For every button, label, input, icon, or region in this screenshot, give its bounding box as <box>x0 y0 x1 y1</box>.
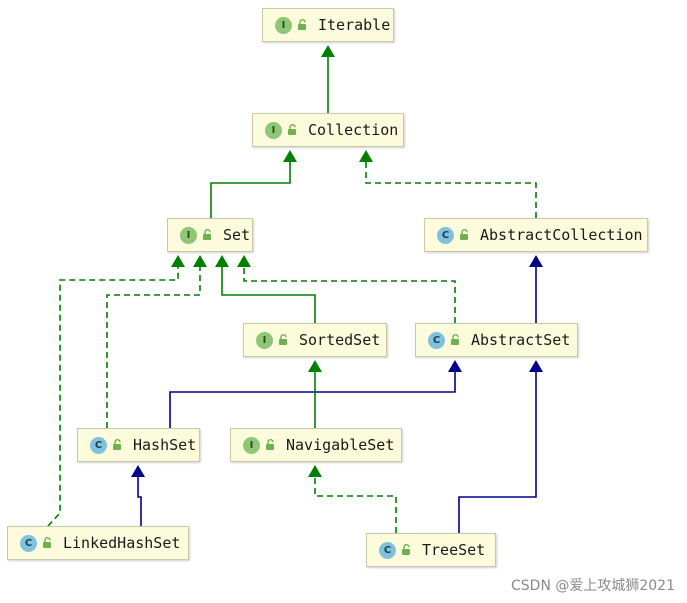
node-hashset[interactable]: C HashSet <box>77 428 200 462</box>
edge-line <box>137 477 142 526</box>
node-label: HashSet <box>133 436 197 454</box>
public-lock-icon <box>43 537 51 548</box>
node-label: Iterable <box>318 16 391 34</box>
edge-line <box>47 267 179 527</box>
edge-line <box>365 162 537 218</box>
edge-line <box>221 267 316 323</box>
edge-navigableset-to-sortedset <box>308 360 322 428</box>
node-label: SortedSet <box>299 331 381 349</box>
public-lock-icon <box>298 19 306 30</box>
class-icon: C <box>379 541 396 559</box>
arrowhead <box>448 360 462 372</box>
interface-icon: I <box>243 436 260 454</box>
edge-abstractset-to-set <box>237 255 456 323</box>
edge-line <box>169 372 456 428</box>
node-abstractset[interactable]: C AbstractSet <box>415 323 578 357</box>
interface-icon: I <box>275 16 292 34</box>
edge-linkedhashset-to-set <box>47 255 185 527</box>
edge-abstractset-to-abstractcollection <box>529 255 543 323</box>
edge-collection-to-iterable <box>321 45 335 113</box>
edge-set-to-collection <box>210 150 297 218</box>
arrowhead <box>171 255 185 267</box>
node-collection[interactable]: I Collection <box>252 113 404 147</box>
arrowhead <box>359 150 373 162</box>
public-lock-icon <box>266 439 274 450</box>
edge-sortedset-to-set <box>215 255 316 323</box>
node-label: AbstractSet <box>471 331 571 349</box>
public-lock-icon <box>203 229 211 240</box>
public-lock-icon <box>460 229 468 240</box>
node-treeset[interactable]: C TreeSet <box>366 533 496 567</box>
arrowhead <box>131 465 145 477</box>
public-lock-icon <box>402 544 410 555</box>
node-label: TreeSet <box>422 541 486 559</box>
arrowhead <box>308 465 322 477</box>
edge-abstractcollection-to-collection <box>359 150 537 218</box>
node-abstractcollection[interactable]: C AbstractCollection <box>424 218 648 252</box>
node-set[interactable]: I Set <box>167 218 253 252</box>
arrowhead <box>308 360 322 372</box>
public-lock-icon <box>113 439 121 450</box>
node-navigableset[interactable]: I NavigableSet <box>230 428 402 462</box>
node-label: AbstractCollection <box>480 226 643 244</box>
arrowhead <box>321 45 335 57</box>
class-icon: C <box>437 226 454 244</box>
watermark: CSDN @爱上攻城狮2021 <box>511 578 675 594</box>
edge-line <box>458 372 537 533</box>
interface-icon: I <box>180 226 197 244</box>
public-lock-icon <box>288 124 296 135</box>
edge-hashset-to-set <box>106 255 207 428</box>
class-icon: C <box>20 534 37 552</box>
public-lock-icon <box>451 334 459 345</box>
interface-icon: I <box>265 121 282 139</box>
arrowhead <box>215 255 229 267</box>
interface-icon: I <box>256 331 273 349</box>
class-icon: C <box>428 331 445 349</box>
node-label: NavigableSet <box>286 436 395 454</box>
node-label: Set <box>223 226 251 244</box>
node-iterable[interactable]: I Iterable <box>262 8 394 42</box>
arrowhead <box>193 255 207 267</box>
edge-treeset-to-navigableset <box>308 465 397 533</box>
arrowhead <box>529 360 543 372</box>
node-sortedset[interactable]: I SortedSet <box>243 323 387 357</box>
edge-line <box>243 267 456 323</box>
arrowhead <box>529 255 543 267</box>
node-label: Collection <box>308 121 399 139</box>
edge-hashset-to-abstractset <box>169 360 462 428</box>
arrowhead <box>283 150 297 162</box>
node-label: LinkedHashSet <box>63 534 181 552</box>
public-lock-icon <box>279 334 287 345</box>
edge-line <box>314 477 397 533</box>
class-icon: C <box>90 436 107 454</box>
arrowhead <box>237 255 251 267</box>
node-linkedhashset[interactable]: C LinkedHashSet <box>7 526 189 560</box>
edge-treeset-to-abstractset <box>458 360 543 533</box>
edge-line <box>106 267 201 428</box>
edge-linkedhashset-to-hashset <box>131 465 145 526</box>
edge-line <box>210 162 291 218</box>
